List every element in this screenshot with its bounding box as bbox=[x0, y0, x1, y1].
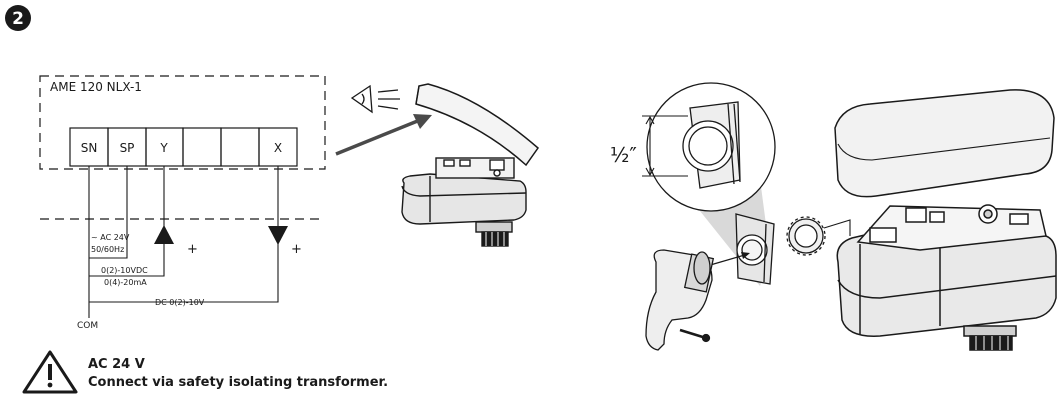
input-label-1: 0(2)-10VDC bbox=[101, 266, 148, 275]
plus-x: + bbox=[291, 242, 302, 257]
eye-icon bbox=[350, 84, 400, 114]
terminal-label-sp: SP bbox=[120, 141, 135, 155]
dimension-label: ½″ bbox=[610, 143, 637, 167]
terminal-label-y: Y bbox=[159, 141, 168, 155]
cover-lid bbox=[415, 83, 540, 167]
locknut bbox=[786, 216, 826, 256]
controller-enclosure bbox=[39, 75, 326, 170]
wire-sp bbox=[89, 166, 128, 259]
cable-gland-detail: ½″ bbox=[610, 82, 1057, 351]
terminal-blank-2 bbox=[220, 127, 260, 167]
input-arrow-up bbox=[154, 225, 174, 244]
actuator-open-illustration bbox=[335, 83, 540, 247]
step-badge: 2 bbox=[5, 5, 31, 31]
output-arrow-down bbox=[268, 226, 288, 245]
gland-opening-small bbox=[735, 213, 775, 285]
input-label-2: 0(4)-20mA bbox=[104, 278, 147, 287]
terminal-label-x: X bbox=[274, 141, 282, 155]
actuator-body-large bbox=[836, 204, 1057, 351]
elbow-conduit-fitting bbox=[645, 249, 715, 351]
wire-x bbox=[89, 166, 279, 303]
warning-icon bbox=[22, 350, 78, 394]
zoomed-gland-opening bbox=[682, 101, 741, 189]
supply-label-1: ~ AC 24V bbox=[91, 233, 130, 242]
plus-y: + bbox=[187, 242, 198, 257]
com-label: COM bbox=[77, 321, 98, 331]
direction-arrow bbox=[335, 118, 421, 156]
wire-y bbox=[89, 166, 165, 277]
output-label: DC 0(2)-10V bbox=[155, 298, 205, 307]
warning-text: Connect via safety isolating transformer… bbox=[88, 375, 389, 390]
dimension-half-inch bbox=[642, 115, 688, 177]
terminal-blank-1 bbox=[182, 127, 222, 167]
terminal-block bbox=[69, 127, 298, 167]
cover-lid-right bbox=[834, 89, 1055, 198]
wiring-schematic: AME 120 NLX-1 SN SP Y X + + ~ AC 24V bbox=[39, 75, 326, 331]
actuator-body-small bbox=[401, 157, 527, 247]
step-number: 2 bbox=[12, 9, 24, 29]
supply-label-2: 50/60Hz bbox=[91, 245, 124, 254]
terminal-label-sn: SN bbox=[81, 141, 98, 155]
direction-arrowhead bbox=[413, 114, 432, 129]
wires bbox=[88, 166, 279, 318]
model-label: AME 120 NLX-1 bbox=[50, 80, 142, 94]
locknut-leader bbox=[823, 219, 851, 236]
warning-title: AC 24 V bbox=[88, 357, 145, 372]
